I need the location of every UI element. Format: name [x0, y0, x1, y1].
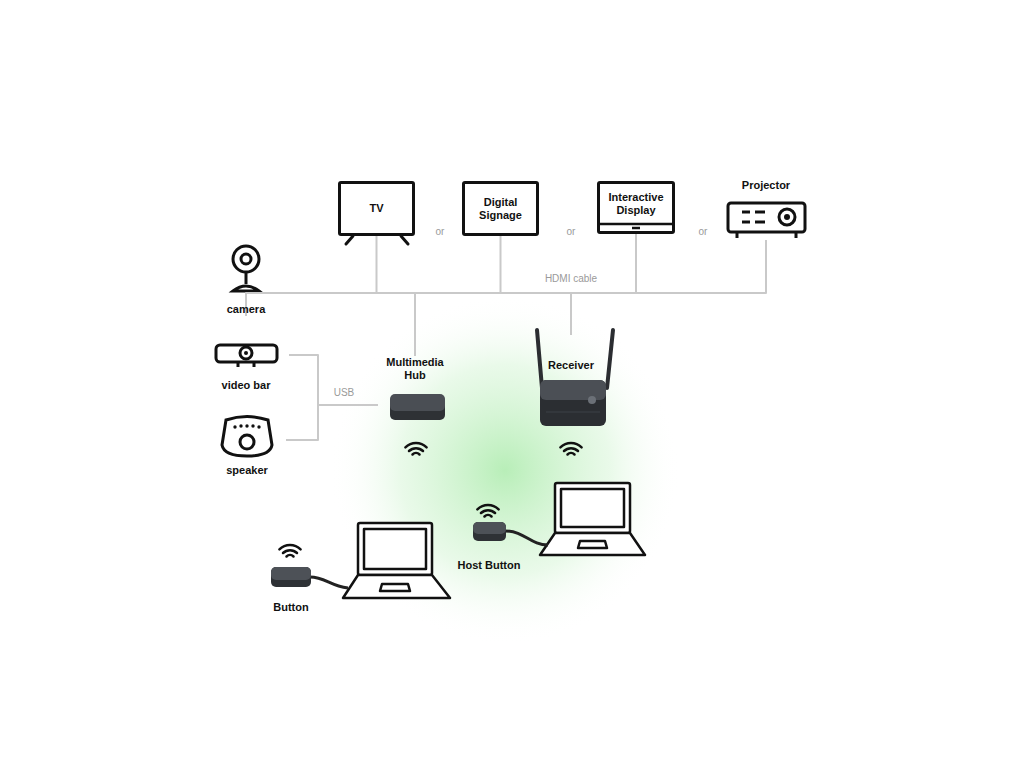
node-text: camera: [227, 303, 266, 316]
node-text: Receiver: [548, 359, 594, 372]
node-text: Interactive Display: [603, 191, 669, 216]
laptop: [343, 523, 450, 598]
speaker-icon: [222, 417, 272, 457]
device-node: speaker: [208, 411, 286, 477]
node-text: video bar: [222, 379, 271, 392]
projector-icon: [728, 203, 805, 238]
or-label: or: [433, 226, 448, 237]
camera-icon: [233, 246, 259, 291]
cable-line: [286, 405, 378, 440]
node-text: Digital Signage: [468, 196, 533, 221]
cable-line: [246, 293, 415, 356]
node-text: Projector: [742, 179, 790, 192]
receiver-device: [537, 330, 613, 426]
hub-device: [390, 394, 445, 420]
display-bar: [599, 224, 673, 228]
cable-label: HDMI cable: [542, 273, 600, 284]
or-label: or: [696, 226, 711, 237]
cable-label: USB: [331, 387, 358, 398]
node-text: Host Button: [458, 559, 521, 572]
laptop: [540, 483, 645, 555]
cable-line: [289, 355, 378, 405]
cable-line: [571, 240, 766, 335]
node-text: speaker: [226, 464, 268, 477]
green-glow: [330, 295, 680, 645]
device-node: Projector: [718, 179, 814, 240]
device-node: camera: [208, 241, 284, 316]
cable-line: [377, 236, 572, 335]
display-box: Interactive Display: [597, 181, 675, 234]
device-node: Host Button: [448, 500, 530, 572]
display-box: TV: [338, 181, 415, 236]
button-device: [271, 567, 348, 588]
button-device: [473, 522, 548, 545]
device-node: Button: [258, 562, 324, 614]
cable-line: [571, 234, 636, 335]
device-node: Multimedia Hub: [378, 356, 452, 426]
node-text: Button: [273, 601, 308, 614]
node-text: Multimedia Hub: [381, 356, 449, 381]
video-bar-icon: [216, 345, 277, 367]
display-box: Digital Signage: [462, 181, 539, 236]
node-text: TV: [369, 202, 383, 215]
cable-line: [501, 236, 572, 335]
or-label: or: [564, 226, 579, 237]
device-node: video bar: [203, 338, 289, 392]
device-node: Receiver: [525, 335, 617, 428]
